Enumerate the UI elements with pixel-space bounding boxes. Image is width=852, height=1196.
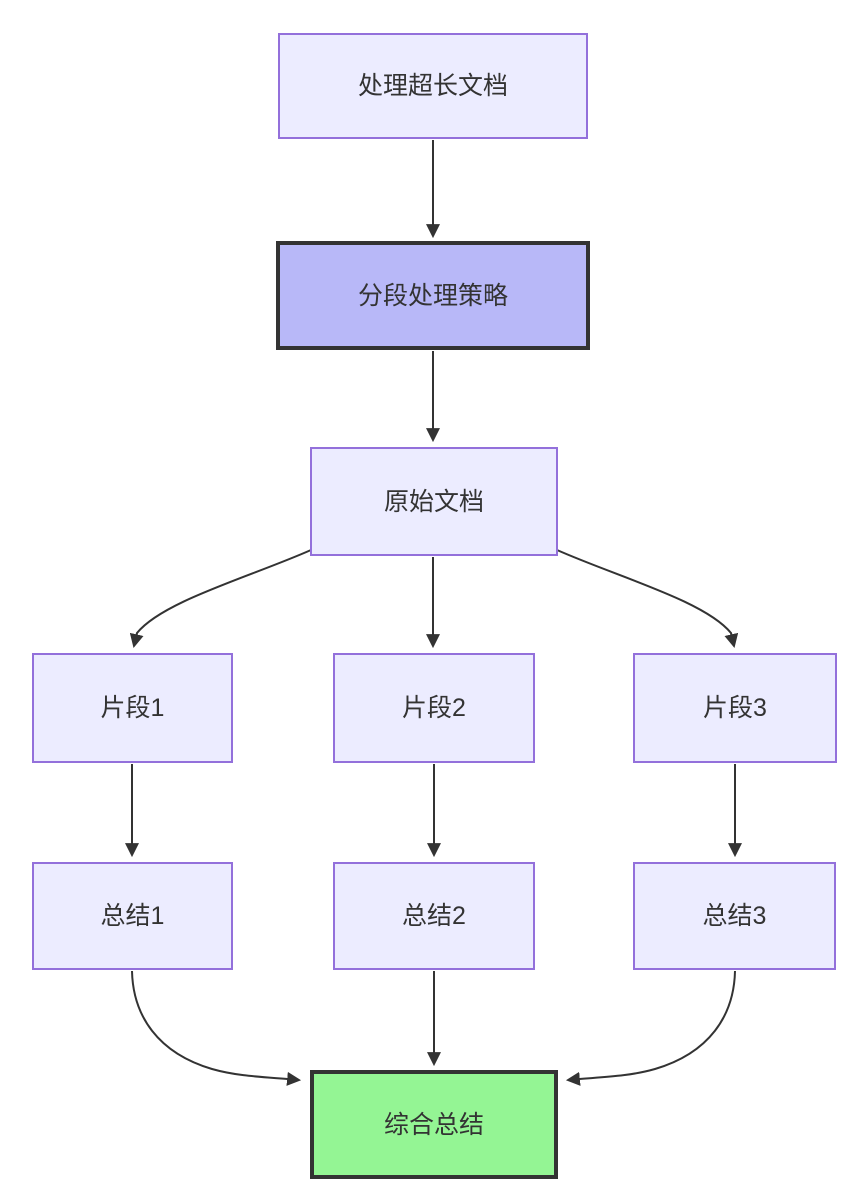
node-original-document-label: 原始文档 [383,487,484,516]
node-segmentation-strategy: 分段处理策略 [276,241,590,350]
node-summary-1: 总结1 [32,862,233,970]
node-summary-3: 总结3 [633,862,836,970]
node-segmentation-strategy-label: 分段处理策略 [357,281,508,310]
node-summary-2: 总结2 [333,862,535,970]
edge-summary-1-to-final [131,970,302,1086]
edge-source-to-fragment-3 [556,549,739,649]
node-summary-3-label: 总结3 [702,902,767,930]
node-process-long-document-label: 处理超长文档 [357,72,508,100]
node-final-summary: 综合总结 [310,1070,558,1179]
node-fragment-3-label: 片段3 [703,694,767,722]
node-fragment-1: 片段1 [32,653,233,763]
edge-summary-3-to-final [565,970,736,1086]
node-fragment-1-label: 片段1 [100,694,165,722]
node-fragment-2: 片段2 [333,653,535,763]
node-summary-2-label: 总结2 [402,902,466,930]
node-final-summary-label: 综合总结 [383,1110,484,1139]
node-summary-1-label: 总结1 [100,902,165,930]
node-original-document: 原始文档 [310,447,558,556]
node-process-long-document: 处理超长文档 [278,33,588,139]
node-fragment-2-label: 片段2 [402,694,466,722]
edge-source-to-fragment-1 [129,549,312,649]
node-fragment-3: 片段3 [633,653,837,763]
